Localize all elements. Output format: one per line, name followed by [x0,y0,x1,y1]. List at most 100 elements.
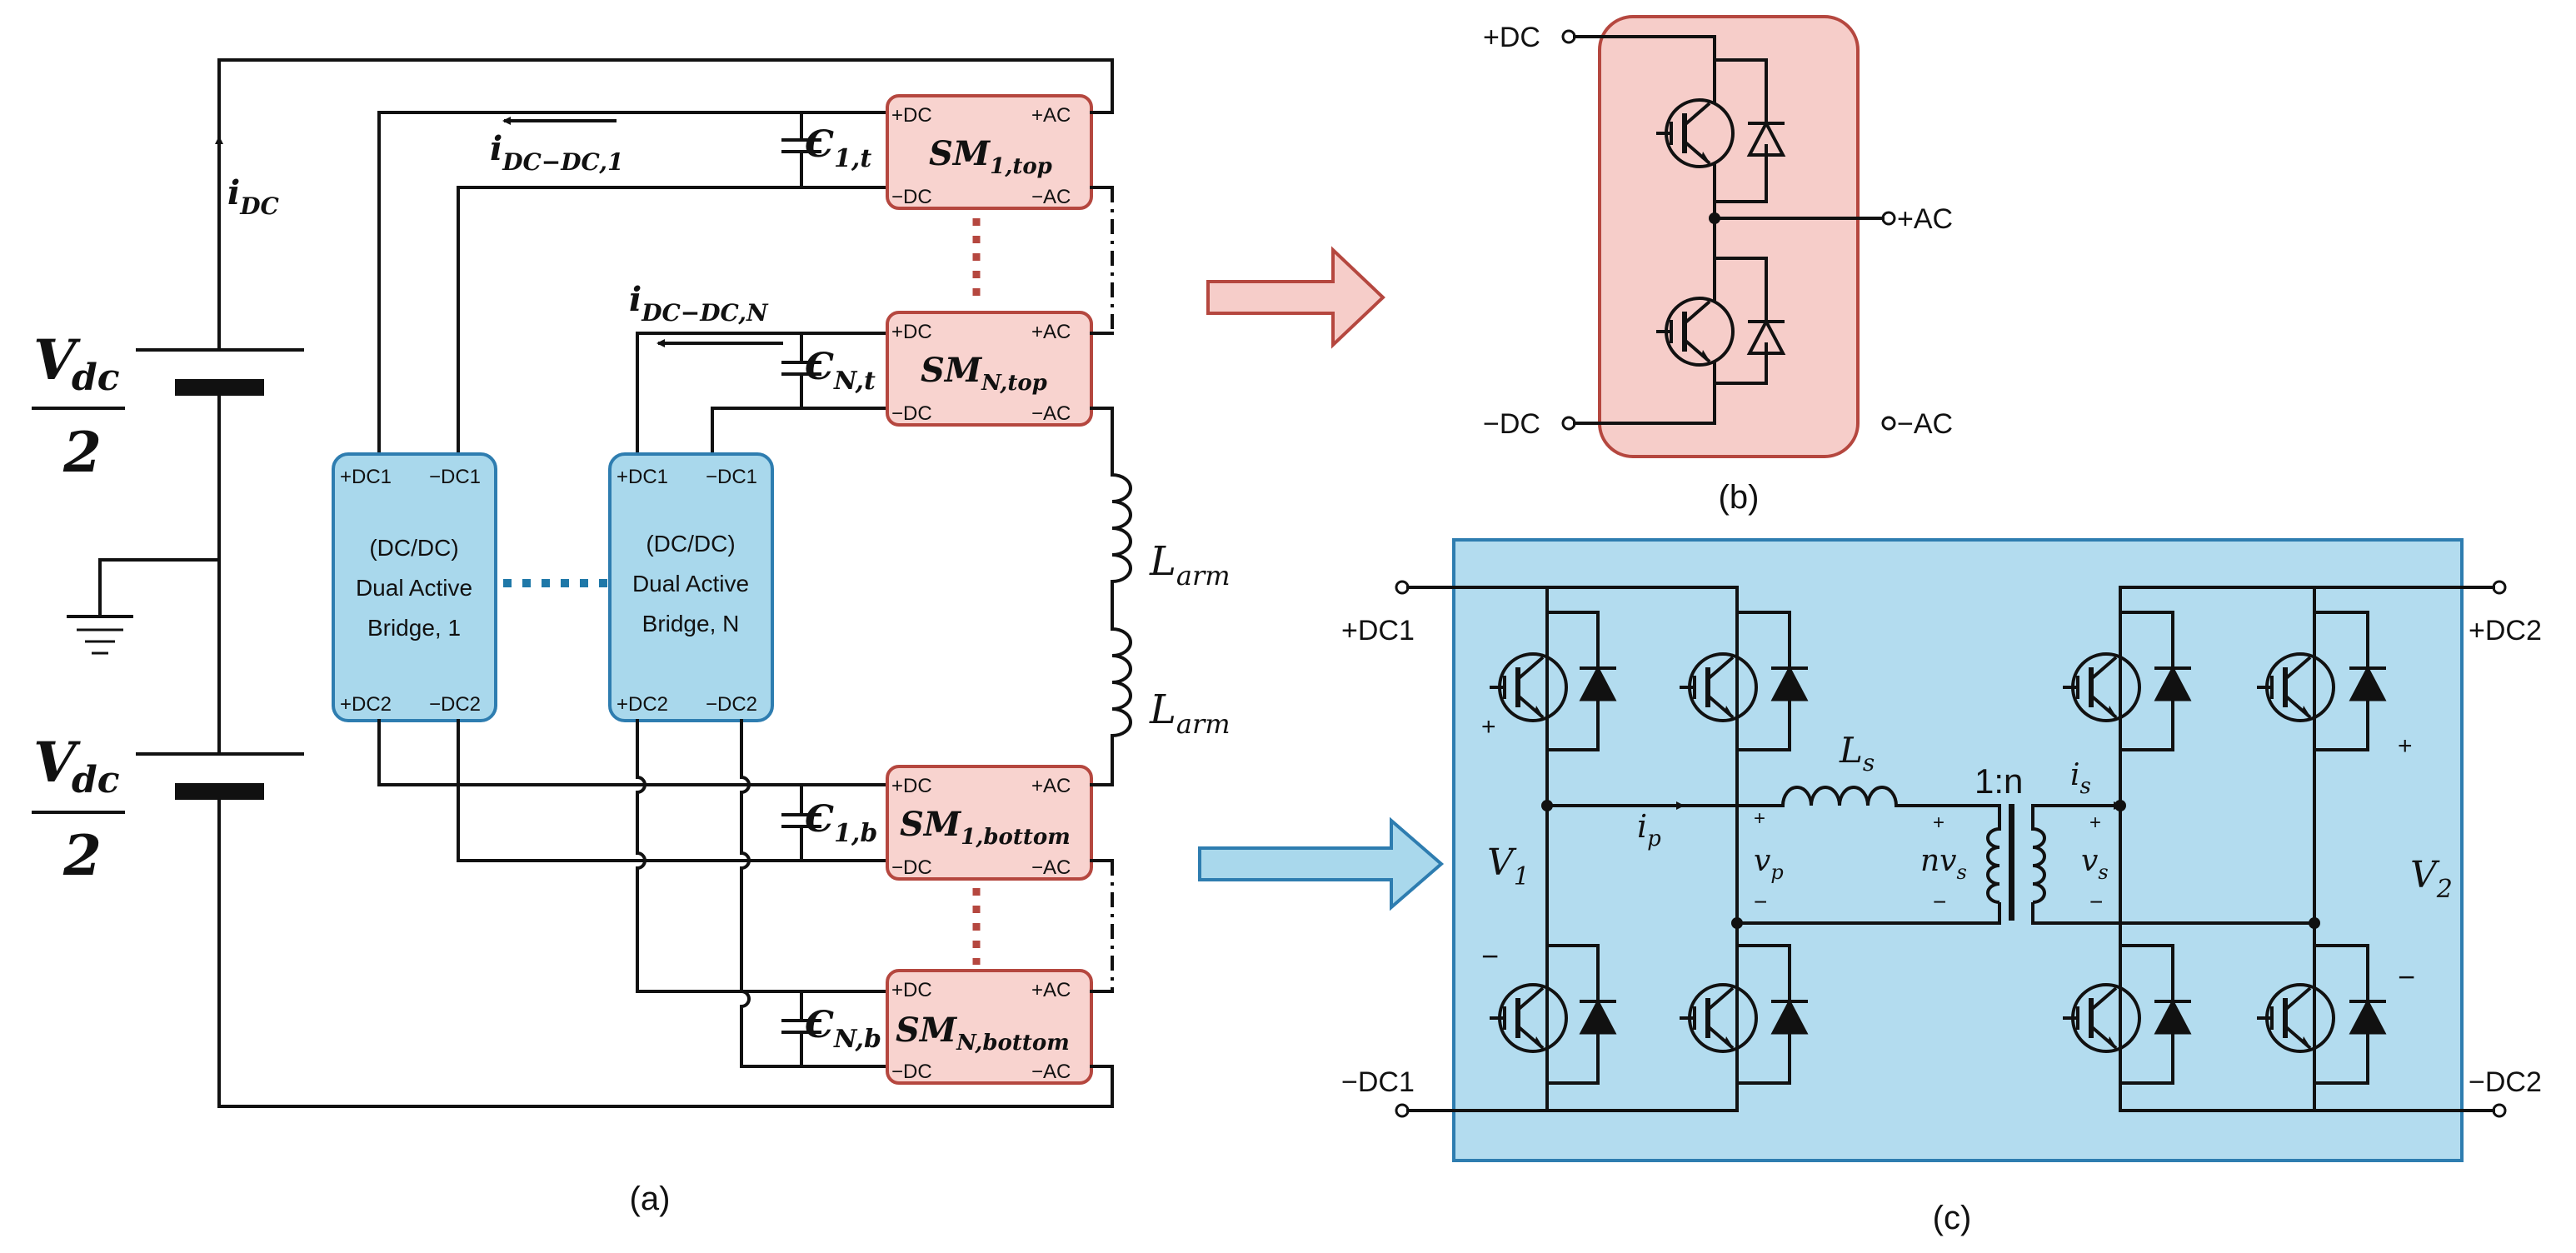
svg-text:−DC1: −DC1 [706,466,757,488]
svg-text:−: − [2089,889,2103,915]
inductor-icon [1111,473,1132,583]
svg-text:dc: dc [72,759,120,801]
svg-text:+: + [1933,811,1944,834]
larm-top-label: Larm [1149,538,1231,592]
submodule-1-bottom: +DC +AC −DC −AC SM1,bottom [886,765,1093,881]
diode-icon [1746,119,1786,157]
svg-text:−: − [1754,889,1767,915]
panel-a: iDC V dc 2 V dc 2 [32,58,1231,1217]
svg-text:−DC2: −DC2 [706,693,757,716]
svg-text:+DC1: +DC1 [1341,615,1415,646]
ground-icon [67,615,133,655]
svg-text:SM1,top: SM1,top [929,134,1052,179]
svg-text:+: + [1481,713,1496,741]
svg-text:+AC: +AC [1031,775,1071,797]
svg-text:+DC2: +DC2 [340,693,392,716]
dc-current-label: iDC [227,173,279,220]
svg-text:+: + [2398,732,2413,760]
svg-text:+DC2: +DC2 [2469,615,2542,646]
diode-icon [1545,944,1617,1085]
panel-c: +DC1 −DC1 +DC2 −DC2 [1341,538,2542,1236]
svg-text:(DC/DC): (DC/DC) [646,531,735,557]
dcdcn-current-label: iDC−DC,N [629,280,769,327]
inductor-icon [1781,786,1898,806]
dcdc1-current-label: iDC−DC,1 [490,129,624,176]
voltage-bottom-label: V dc 2 [32,730,125,888]
svg-text:−DC: −DC [891,186,932,208]
svg-text:−AC: −AC [1031,186,1071,208]
diode-icon [2119,611,2192,751]
svg-text:+DC1: +DC1 [617,466,668,488]
svg-text:Dual Active: Dual Active [356,575,472,601]
vp-label: vp [1754,844,1784,884]
ip-label: ip [1637,808,1661,851]
diode-icon [2313,611,2387,751]
svg-text:−DC: −DC [891,856,932,879]
svg-text:−DC2: −DC2 [429,693,481,716]
svg-text:−AC: −AC [1031,1061,1071,1083]
svg-text:+DC: +DC [891,104,932,127]
svg-text:+AC: +AC [1031,321,1071,343]
is-label: is [2070,758,2091,799]
diode-icon [1735,611,1809,751]
svg-text:−: − [1481,939,1499,973]
svg-text:+DC1: +DC1 [340,466,392,488]
svg-text:SMN,bottom: SMN,bottom [896,1011,1070,1056]
svg-text:−DC: −DC [891,1061,932,1083]
cap-nt-label: CN,t [805,346,876,396]
svg-text:+: + [2089,811,2101,834]
caption-b: (b) [1719,479,1760,516]
dab-1-box: +DC1 −DC1 (DC/DC) Dual Active Bridge, 1 … [332,452,497,722]
svg-text:−DC2: −DC2 [2469,1066,2542,1098]
svg-text:+DC: +DC [891,775,932,797]
submodule-n-top: +DC +AC −DC −AC SMN,top [886,311,1093,427]
cap-1b-label: C1,b [805,798,877,848]
dab-n-box: +DC1 −DC1 (DC/DC) Dual Active Bridge, N … [608,452,774,722]
battery-icon [136,752,304,800]
svg-text:(DC/DC): (DC/DC) [369,535,458,561]
svg-text:Dual Active: Dual Active [632,571,749,597]
diode-icon [1746,317,1786,355]
svg-text:+DC: +DC [1483,22,1540,53]
transformer-icon [1986,804,2046,921]
caption-a: (a) [630,1181,671,1217]
svg-text:−DC1: −DC1 [429,466,481,488]
svg-text:dc: dc [72,357,120,399]
panel-b: +DC −DC +AC −AC (b) [1483,15,1953,516]
submodule-n-bottom: +DC +AC −DC −AC SMN,bottom [886,969,1093,1085]
nvs-label: nvs [1920,844,1967,884]
svg-text:−DC1: −DC1 [1341,1066,1415,1098]
cap-nb-label: CN,b [805,1004,881,1054]
arrow-icon [1206,246,1385,349]
ratio-label: 1:n [1974,761,2023,801]
svg-text:+: + [1754,807,1765,830]
svg-text:−AC: −AC [1031,856,1071,879]
v1-label: V1 [1487,841,1530,891]
svg-text:2: 2 [62,420,102,485]
svg-text:−AC: −AC [1031,402,1071,425]
svg-text:V: V [33,327,81,392]
svg-text:−: − [2398,960,2415,994]
diode-icon [1545,611,1617,751]
svg-text:Bridge, N: Bridge, N [642,611,740,636]
svg-text:Bridge, 1: Bridge, 1 [367,615,461,641]
diode-icon [2313,944,2387,1085]
diode-icon [1735,944,1809,1085]
svg-text:+AC: +AC [1031,979,1071,1001]
svg-text:−AC: −AC [1897,408,1953,440]
voltage-top-label: V dc 2 [32,327,125,485]
svg-text:V: V [33,730,81,795]
svg-text:2: 2 [62,823,102,888]
submodule-1-top: +DC +AC −DC −AC SM1,top [886,94,1093,210]
cap-1t-label: C1,t [805,123,871,173]
ls-label: Ls [1839,730,1875,776]
svg-text:+AC: +AC [1031,104,1071,127]
capacitor-icon [781,990,821,1068]
svg-text:+DC: +DC [891,321,932,343]
capacitor-icon [781,332,821,410]
capacitor-icon [781,783,821,862]
larm-bottom-label: Larm [1149,686,1231,740]
svg-text:SMN,top: SMN,top [921,351,1047,396]
svg-text:+AC: +AC [1897,203,1953,235]
